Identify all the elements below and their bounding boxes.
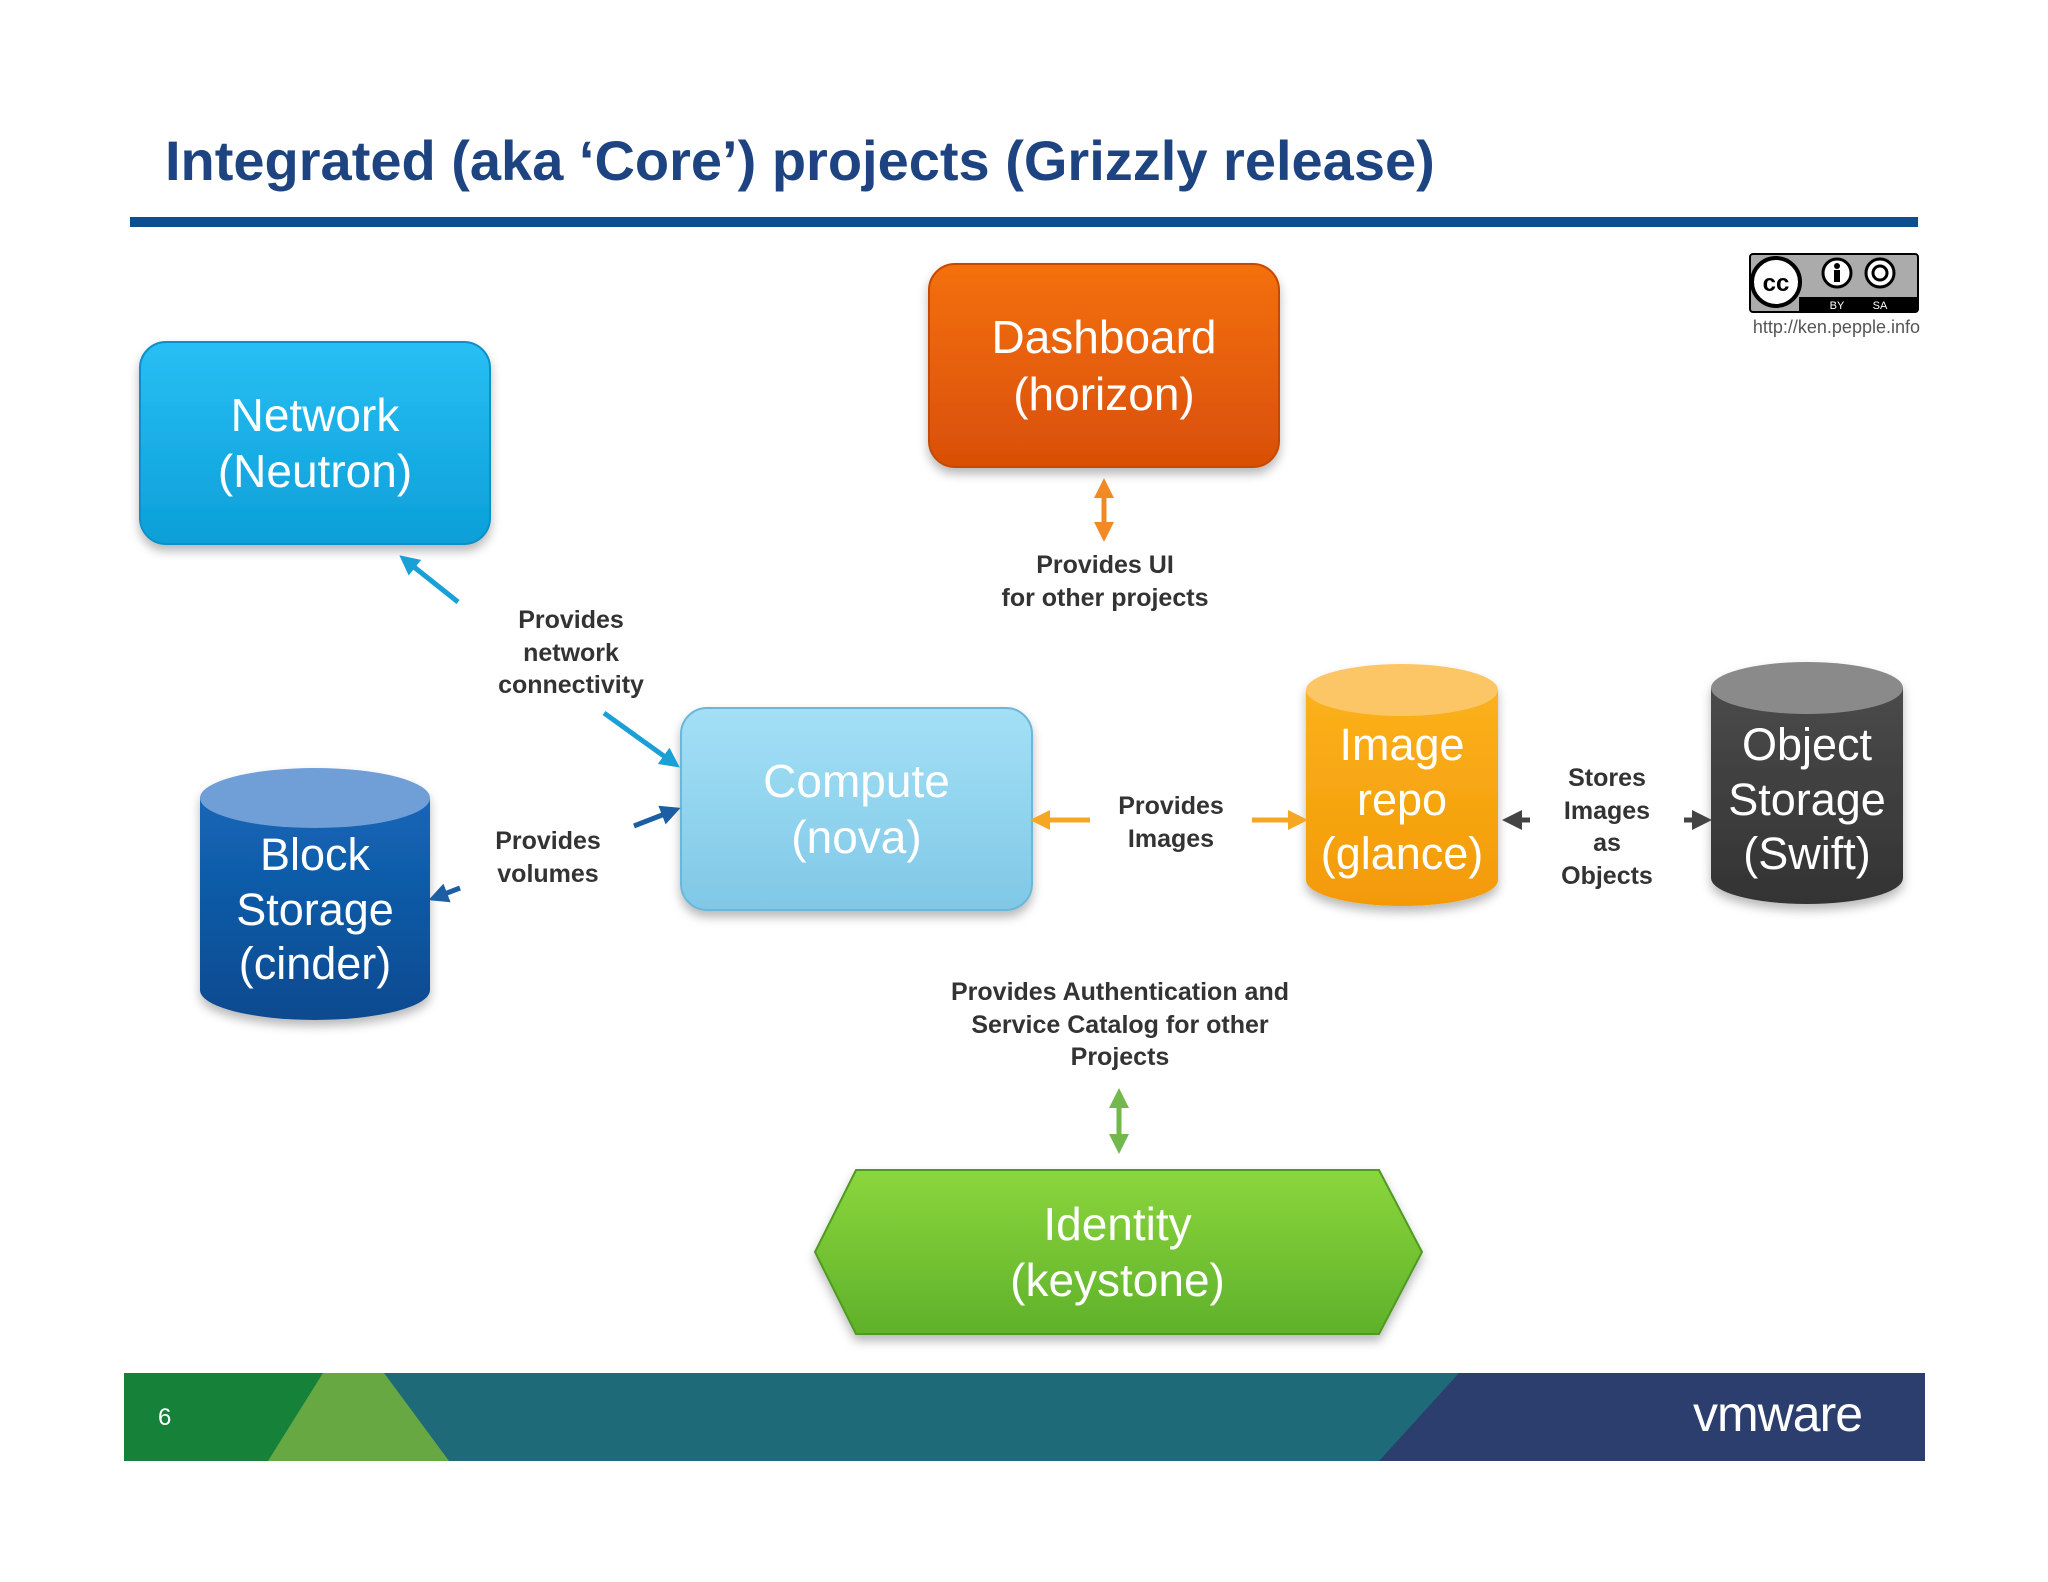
title-divider [130, 217, 1918, 227]
dashboard-node-shape [928, 263, 1280, 468]
network-node-shape [139, 341, 491, 545]
block-storage-edge-label: Provides volumes [495, 827, 601, 888]
identity-node-shape [813, 1169, 1424, 1335]
image-repo-edge-label: Provides Images [1118, 792, 1224, 853]
cc-by-sa-icon: cc BY SA [1749, 253, 1919, 313]
image-repo-node-shape [1306, 664, 1498, 906]
svg-text:SA: SA [1873, 300, 1888, 312]
identity-edge-label: Provides Authentication and Service Cata… [950, 978, 1289, 1071]
license-url[interactable]: http://ken.pepple.info [1752, 317, 1920, 337]
network-edge-label: Provides network connectivity [498, 606, 644, 699]
object-storage-edge-label: Stores Images as Objects [1561, 764, 1653, 890]
object-storage-node-shape [1711, 662, 1903, 904]
network-compute-connector [399, 555, 680, 768]
dashboard-edge-label: Provides UI for other projects [1001, 551, 1209, 612]
compute-node-shape [680, 707, 1033, 911]
page-number: 6 [158, 1404, 172, 1431]
vmware-logo: vmware [1693, 1386, 1863, 1442]
block-storage-compute-connector [428, 805, 681, 903]
footer-band [124, 1373, 1925, 1461]
svg-text:cc: cc [1763, 270, 1790, 297]
svg-text:BY: BY [1830, 300, 1845, 312]
slide-title: Integrated (aka ‘Core’) projects (Grizzl… [165, 129, 1435, 192]
block-storage-node-shape [200, 768, 430, 1020]
